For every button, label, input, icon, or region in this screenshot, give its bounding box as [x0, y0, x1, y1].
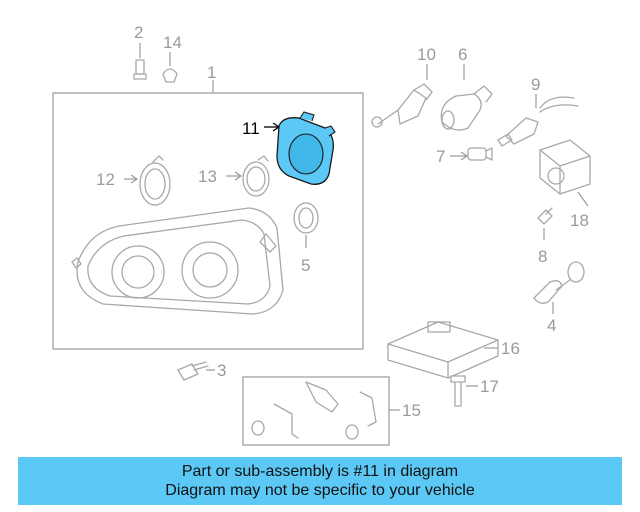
part-18-module: [539, 139, 591, 207]
part-16-control-unit: [387, 321, 499, 379]
headlamp-assembly-frame: [52, 80, 364, 350]
callout-1: 1: [207, 63, 216, 82]
part-12-cap: [124, 155, 171, 206]
callout-8: 8: [538, 247, 547, 266]
part-5-cap: [293, 202, 319, 248]
callout-6: 6: [458, 45, 467, 64]
part-4-bulb: [533, 261, 585, 314]
callout-13: 13: [198, 167, 217, 186]
callout-10: 10: [417, 45, 436, 64]
headlamp-body: [71, 207, 284, 315]
callout-4: 4: [547, 316, 556, 335]
part-15-bracket-kit: [242, 376, 400, 446]
callout-16: 16: [501, 339, 520, 358]
callout-9: 9: [531, 75, 540, 94]
part-7-bulb: [450, 147, 493, 161]
banner-line-2: Diagram may not be specific to your vehi…: [165, 482, 475, 499]
part-17-pin: [450, 375, 478, 407]
banner-line-1: Part or sub-assembly is #11 in diagram: [181, 463, 459, 480]
part-11-highlighted-cover: [264, 111, 336, 185]
callout-17: 17: [480, 377, 499, 396]
callout-11: 11: [242, 119, 260, 138]
part-6-bulb: [440, 64, 493, 131]
callout-5: 5: [301, 256, 310, 275]
callout-2: 2: [134, 23, 143, 42]
callout-15: 15: [402, 401, 421, 420]
callout-14: 14: [163, 33, 182, 52]
part-2-bolt: [133, 43, 147, 80]
part-3-screw: [177, 361, 215, 381]
part-8-bulb: [537, 207, 553, 240]
part-14-clip: [162, 52, 178, 83]
callout-7: 7: [436, 147, 445, 166]
callout-18: 18: [570, 211, 589, 230]
part-10-bulb: [371, 64, 433, 128]
part-13-ring: [226, 155, 270, 197]
info-banner: Part or sub-assembly is #11 in diagram D…: [18, 457, 622, 505]
parts-diagram: 1 2 14 12 13: [52, 23, 591, 446]
part-9-wiring: [497, 94, 579, 147]
callout-3: 3: [217, 361, 226, 380]
callout-12: 12: [96, 170, 115, 189]
